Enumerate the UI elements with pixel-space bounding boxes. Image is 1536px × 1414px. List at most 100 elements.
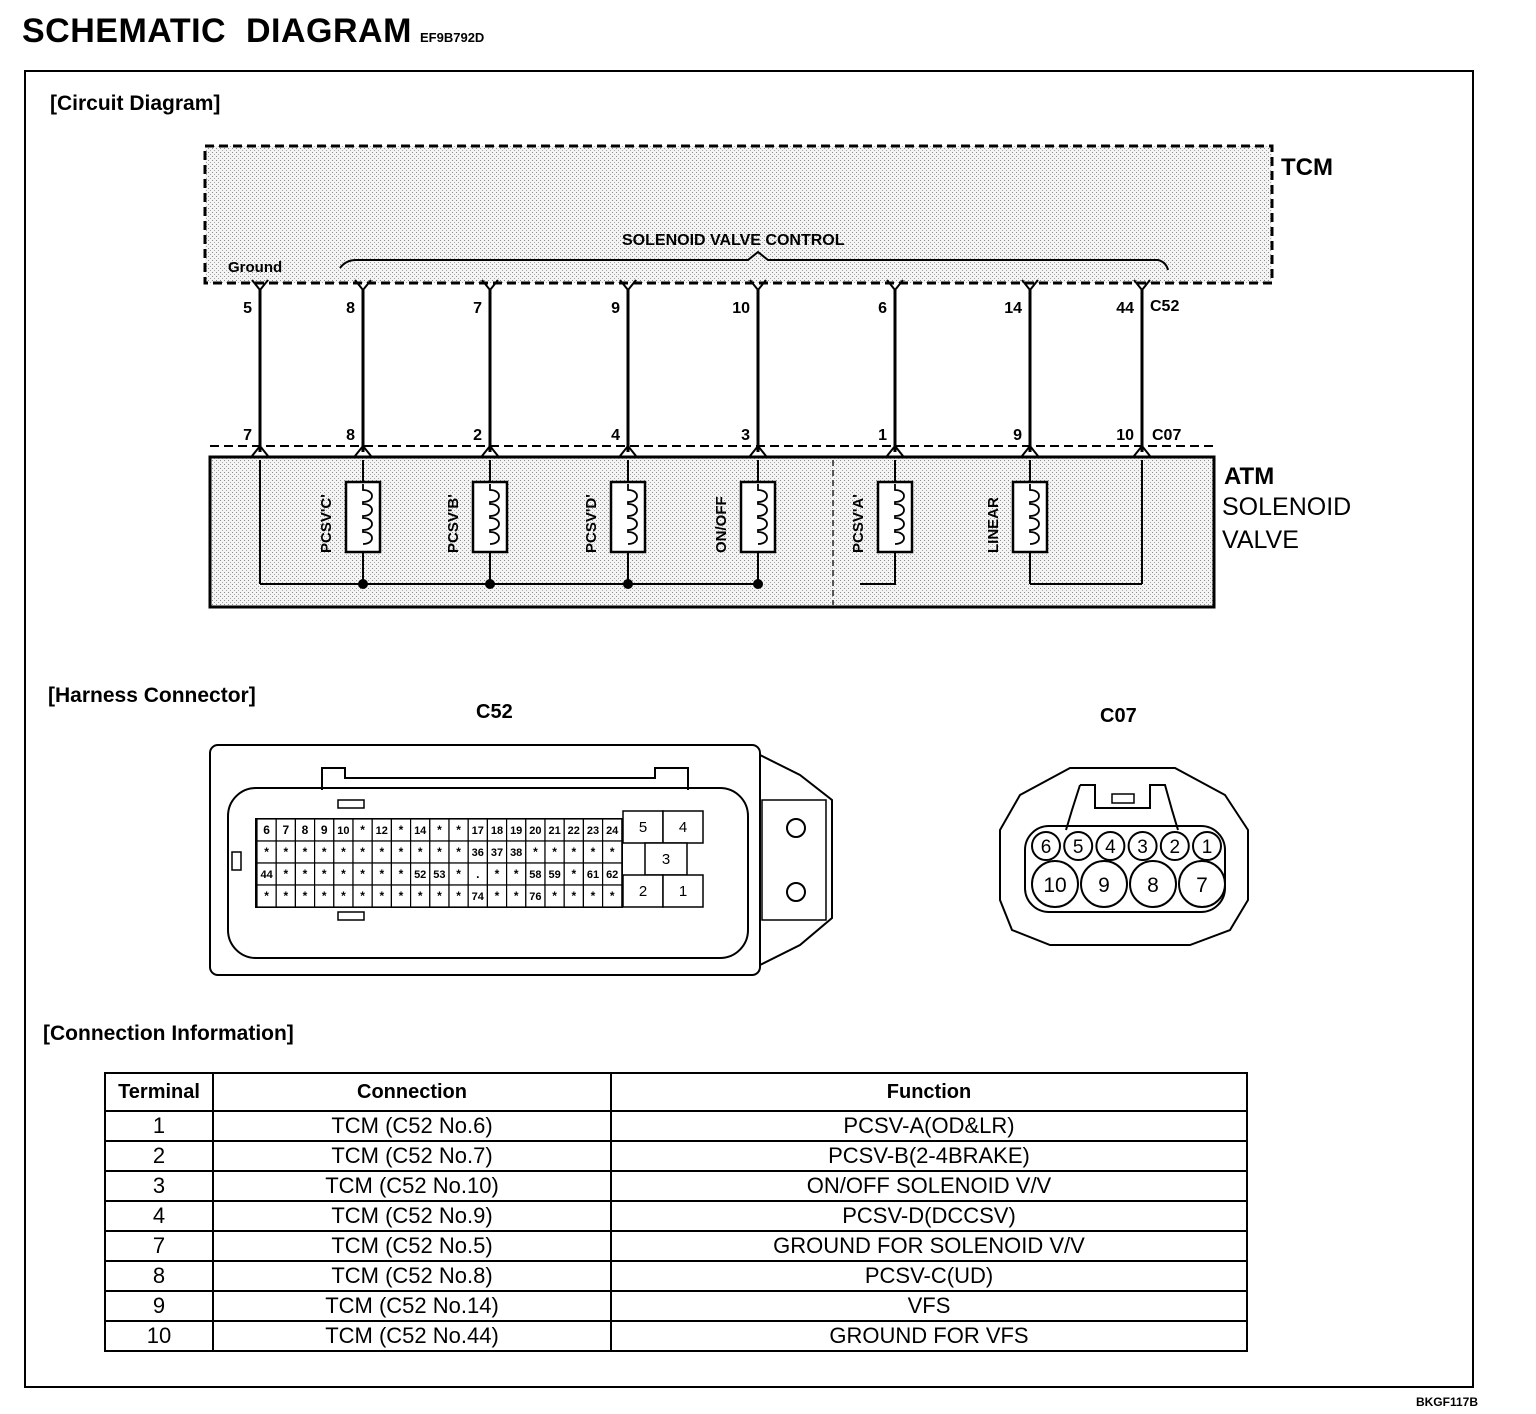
c52-pin-label: 17 [472, 825, 484, 837]
solenoid-label: PCSV'C' [318, 494, 335, 553]
c07-pin-label: 4 [1105, 837, 1116, 858]
c52-pin-label: * [571, 867, 576, 881]
c52-pin-label: * [610, 889, 615, 903]
solenoid-label: SOLENOID [1222, 493, 1351, 521]
c52-mount-hole [786, 882, 806, 902]
connection-cell: TCM (C52 No.10) [212, 1170, 612, 1202]
c52-pin-label: * [341, 867, 346, 881]
c52-pin-label: * [437, 889, 442, 903]
c52-pin-label: 21 [548, 825, 560, 837]
connector-pin-marker [1021, 444, 1039, 457]
c07-pin-label: 6 [1041, 837, 1052, 858]
connector-pin-marker [619, 444, 637, 457]
circuit-and-connector-diagram: TCM SOLENOID VALVE CONTROL Ground ATM SO… [203, 144, 1351, 976]
c07-pin-number: 2 [473, 427, 482, 444]
c52-pin-label: 38 [510, 847, 522, 859]
function-cell: PCSV-D(DCCSV) [610, 1200, 1248, 1232]
coil-winding [362, 484, 373, 545]
connector-pin-marker [619, 279, 637, 292]
c52-title: C52 [476, 701, 513, 723]
c07-pin-number: 7 [243, 427, 252, 444]
c52-pin-label: 24 [606, 825, 619, 837]
connector-pin-marker [1133, 444, 1151, 457]
c52-pin-label: * [552, 845, 557, 859]
function-cell: ON/OFF SOLENOID V/V [610, 1170, 1248, 1202]
c52-large-pin-label: 3 [662, 851, 670, 868]
c52-pin-label: * [322, 845, 327, 859]
coil-winding [627, 484, 638, 545]
c52-large-pin-label: 4 [679, 819, 687, 836]
c52-pin-label: * [591, 889, 596, 903]
c52-pin-label: 14 [414, 825, 427, 837]
c07-pin-label: 2 [1170, 837, 1181, 858]
terminal-cell: 3 [104, 1170, 214, 1202]
c52-pin-label: * [552, 889, 557, 903]
c52-large-pin-label: 1 [679, 883, 687, 900]
c52-pin-label: . [476, 867, 479, 881]
c52-pin-label: * [437, 823, 442, 837]
c52-pin-label: 8 [302, 823, 309, 837]
c52-pin-label: * [399, 845, 404, 859]
c07-small-pin [1031, 831, 1061, 861]
tcm-label: TCM [1281, 154, 1333, 181]
c07-pin-number: 8 [346, 427, 355, 444]
c07-small-pin [1127, 831, 1158, 861]
valve-label: VALVE [1222, 526, 1299, 554]
c52-pin-label: * [456, 823, 461, 837]
tcm-box [203, 144, 1274, 285]
c52-pin-label: 7 [282, 823, 289, 837]
c52-large-pin-label: 2 [639, 883, 647, 900]
c52-pin-label: * [571, 889, 576, 903]
c52-large-pin [662, 874, 704, 908]
connection-cell: TCM (C52 No.14) [212, 1290, 612, 1322]
c07-small-pin [1159, 831, 1190, 861]
c52-pin-label: 19 [510, 825, 522, 837]
connection-cell: TCM (C52 No.8) [212, 1260, 612, 1292]
connector-pin-marker [749, 279, 767, 292]
function-cell: PCSV-A(OD&LR) [610, 1110, 1248, 1142]
c07-large-pin [1080, 860, 1128, 908]
function-cell: PCSV-C(UD) [610, 1260, 1248, 1292]
terminal-cell: 2 [104, 1140, 214, 1172]
c52-pin-label: * [341, 889, 346, 903]
c52-pin-cell [601, 884, 623, 908]
c52-large-pin [644, 842, 688, 876]
c52-pin-label: 36 [472, 847, 484, 859]
coil-winding [489, 484, 500, 545]
c52-pin-number: 9 [611, 300, 620, 317]
c52-pin-label: * [399, 823, 404, 837]
connection-cell: TCM (C52 No.44) [212, 1320, 612, 1352]
document-code: EF9B792D [420, 30, 485, 45]
c07-pin-label: 3 [1137, 837, 1148, 858]
terminal-header: Terminal [104, 1072, 214, 1112]
connector-pin-marker [1133, 279, 1151, 292]
c52-pin-label: 62 [606, 869, 618, 881]
c52-large-pin [662, 810, 704, 844]
terminal-cell: 1 [104, 1110, 214, 1142]
c07-pin-label: 8 [1147, 874, 1159, 897]
c52-pin-number: 10 [732, 300, 750, 317]
connector-pin-marker [354, 444, 372, 457]
c07-pin-number: 1 [878, 427, 887, 444]
c52-pin-label: * [437, 845, 442, 859]
c52-pin-label: * [322, 867, 327, 881]
section-harness-title: [Harness Connector] [48, 684, 256, 707]
solenoid-label: PCSV'A' [850, 494, 867, 553]
connector-pin-marker [1021, 279, 1039, 292]
c07-small-pin [1192, 831, 1222, 861]
connector-pin-marker [481, 444, 499, 457]
terminal-cell: 8 [104, 1260, 214, 1292]
coil-winding [894, 484, 905, 545]
c52-pin-label: * [264, 889, 269, 903]
solenoid-label: PCSV'B' [445, 494, 462, 553]
control-brace [339, 250, 1169, 271]
function-cell: PCSV-B(2-4BRAKE) [610, 1140, 1248, 1172]
c52-pin-label: * [303, 867, 308, 881]
